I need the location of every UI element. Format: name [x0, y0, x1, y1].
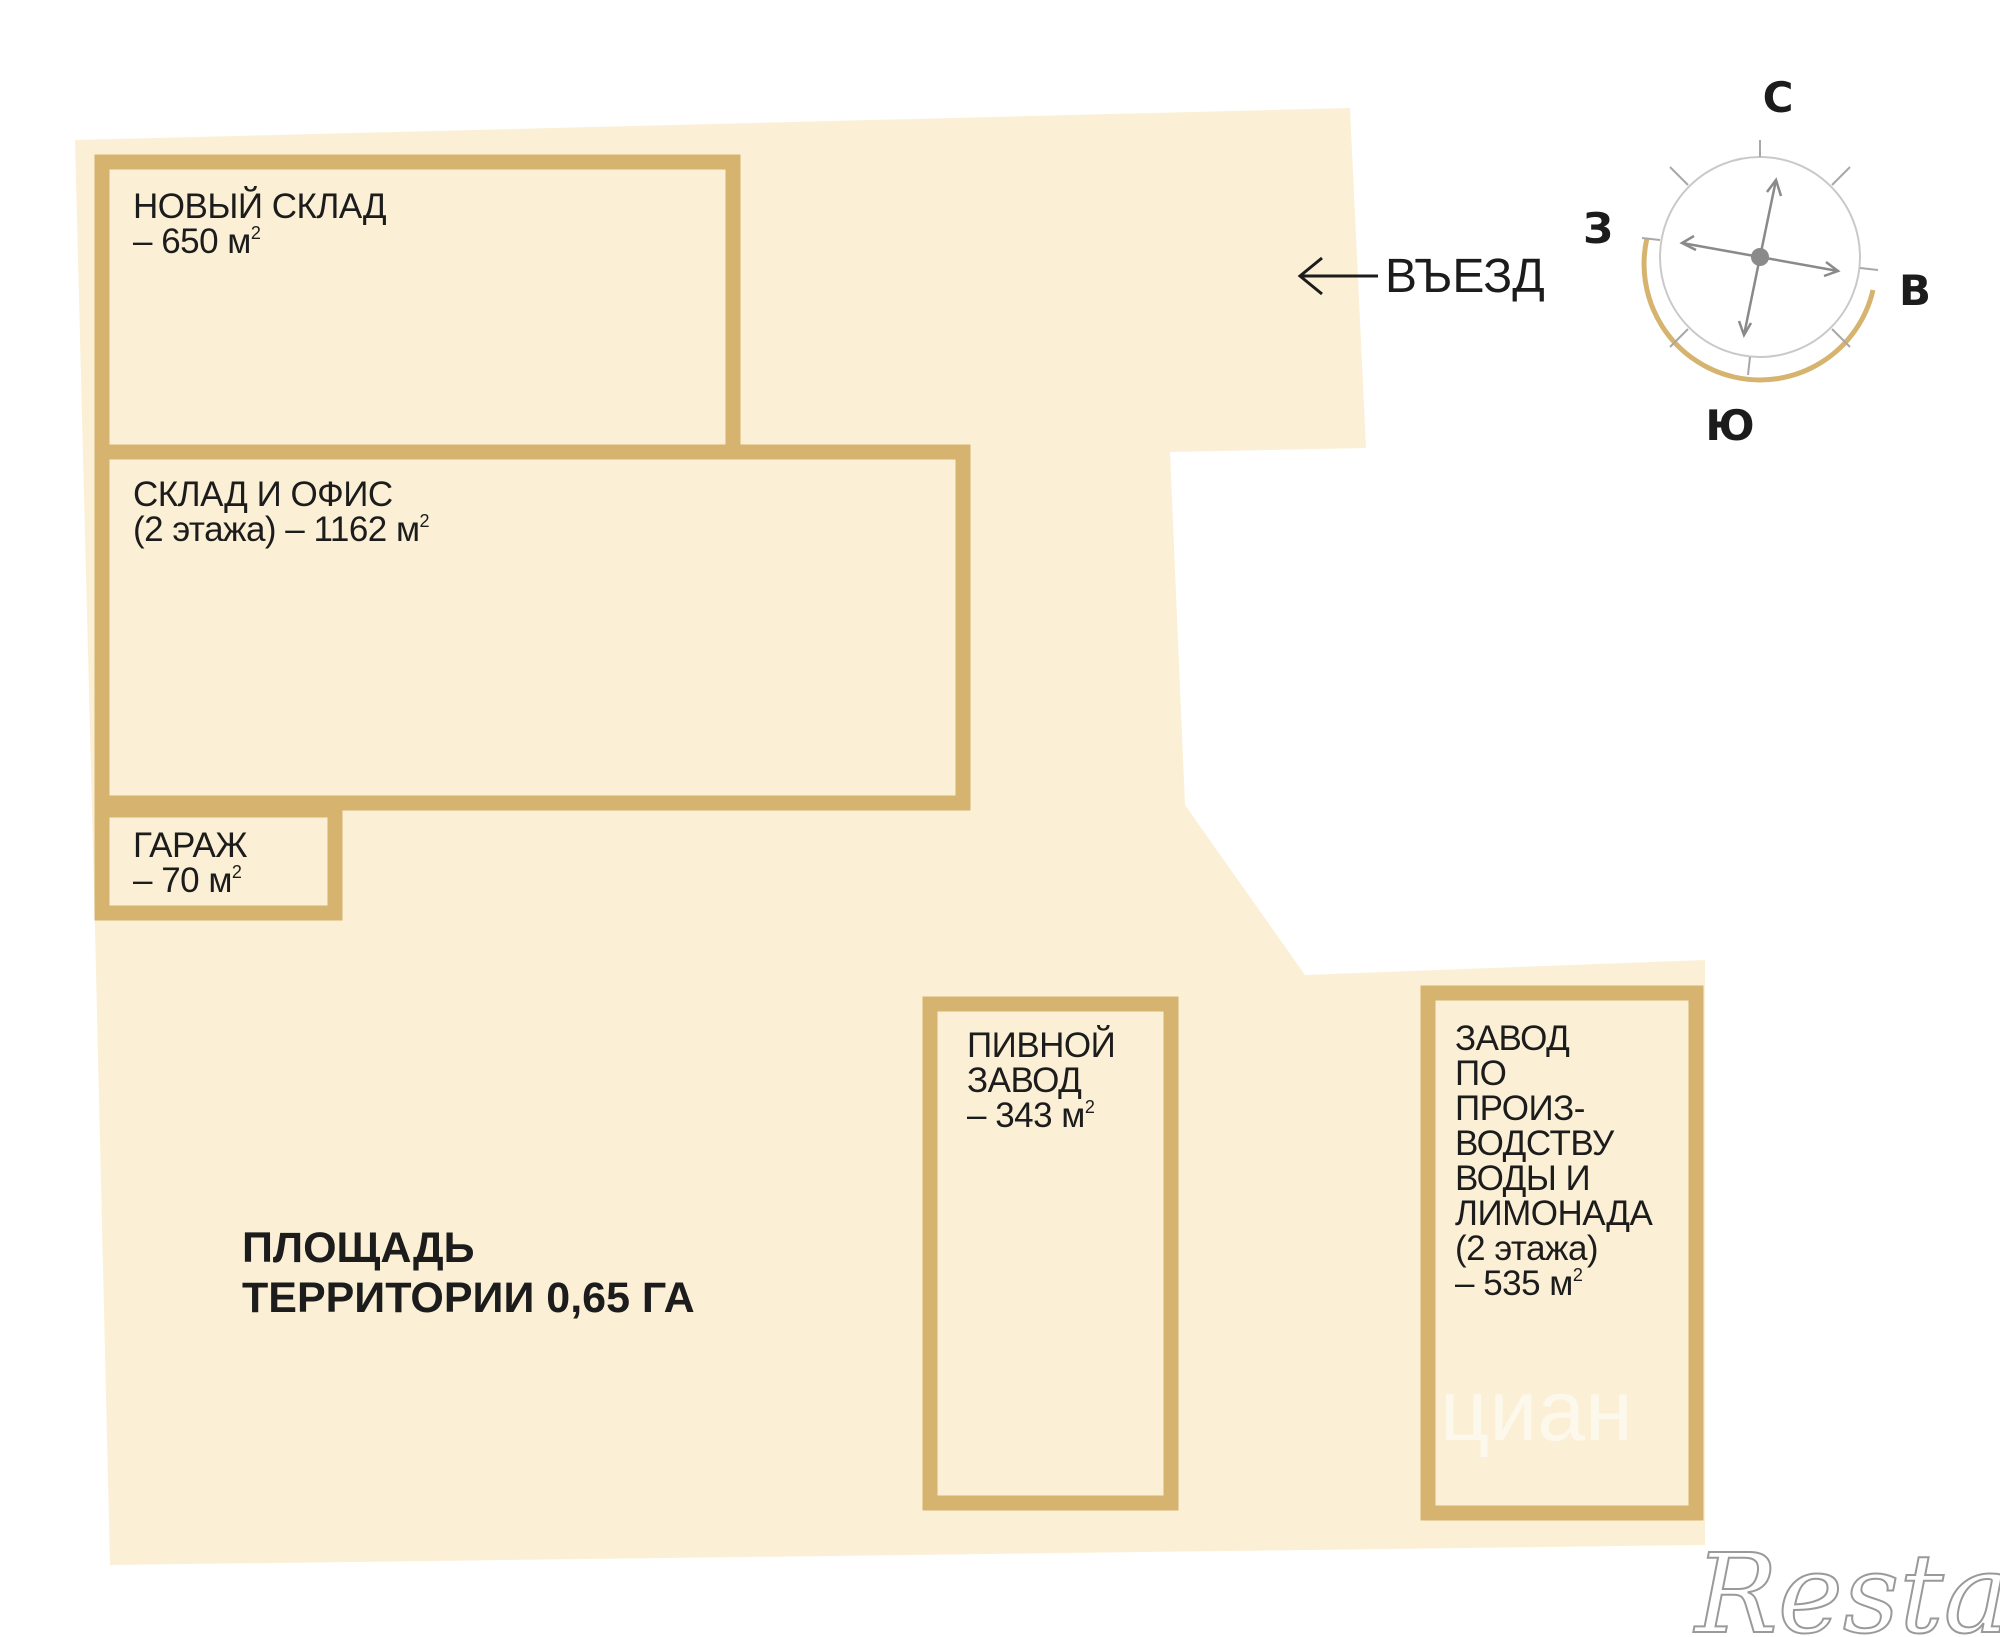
territory-plot [75, 108, 1705, 1565]
arrow-left-icon [1297, 256, 1378, 296]
compass-icon [1641, 140, 1879, 383]
label-line: – 535 м2 [1455, 1264, 1583, 1303]
label-line: ПИВНОЙ [967, 1025, 1115, 1065]
label-warehouse-office: СКЛАД И ОФИС (2 этажа) – 1162 м2 [133, 475, 430, 549]
label-line: (2 этажа) – 1162 м2 [133, 510, 430, 549]
building-brewery [922, 996, 1179, 1511]
compass-north-label: С [1763, 73, 1794, 122]
label-line: – 650 м2 [133, 222, 261, 261]
label-line: НОВЫЙ СКЛАД [133, 186, 387, 226]
territory-title-line1: ПЛОЩАДЬ [242, 1224, 475, 1272]
label-water-plant: ЗАВОД ПО ПРОИЗ- ВОДСТВУ ВОДЫ И ЛИМОНАДА … [1455, 1019, 1654, 1303]
label-line: – 70 м2 [133, 861, 242, 900]
territory-title-line2: ТЕРРИТОРИИ 0,65 ГА [242, 1274, 695, 1322]
label-line: (2 этажа) [1455, 1229, 1598, 1268]
label-line: СКЛАД И ОФИС [133, 475, 393, 514]
faint-watermark-logo: циан [1440, 1363, 1633, 1459]
label-garage: ГАРАЖ – 70 м2 [133, 826, 248, 900]
label-line: ПРОИЗ- [1455, 1089, 1585, 1128]
label-line: ЗАВОД [1455, 1019, 1570, 1058]
entrance-label: ВЪЕЗД [1385, 250, 1545, 303]
label-line: ПО [1455, 1054, 1506, 1093]
label-line: ВОДСТВУ [1455, 1124, 1615, 1163]
label-line: ЛИМОНАДА [1455, 1194, 1653, 1233]
label-line: ЗАВОД [967, 1061, 1082, 1100]
label-line: – 343 м2 [967, 1096, 1095, 1135]
compass-east-label: В [1899, 266, 1931, 315]
brand-watermark: Restate [1693, 1530, 2000, 1637]
label-brewery: ПИВНОЙ ЗАВОД – 343 м2 [967, 1025, 1116, 1135]
building-water-plant [1420, 985, 1704, 1521]
compass-south-label: Ю [1705, 401, 1754, 450]
label-line: ГАРАЖ [133, 826, 247, 865]
compass-west-label: З [1583, 204, 1613, 253]
label-line: ВОДЫ И [1455, 1159, 1590, 1198]
label-new-warehouse: НОВЫЙ СКЛАД – 650 м2 [133, 186, 387, 261]
building-warehouse-office [94, 444, 971, 811]
building-garage [94, 802, 343, 921]
